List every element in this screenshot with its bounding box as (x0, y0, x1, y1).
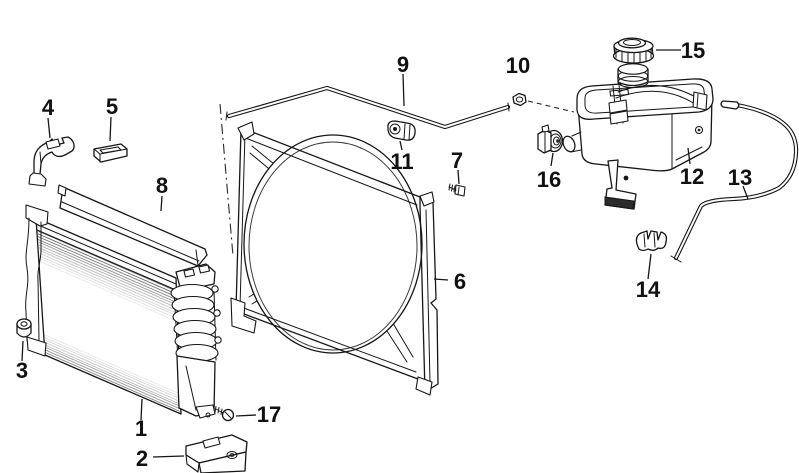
callout-7[interactable]: 7 (451, 148, 463, 185)
callout-4[interactable]: 4 (42, 95, 55, 139)
hose-clip-11 (387, 120, 416, 141)
callout-17[interactable]: 17 (235, 402, 281, 427)
callout-11[interactable]: 11 (390, 140, 414, 174)
callout-12-label[interactable]: 12 (680, 164, 704, 189)
callout-17-label[interactable]: 17 (257, 402, 281, 427)
tank-outlet-stub (562, 131, 582, 153)
callout-3-label[interactable]: 3 (16, 358, 28, 383)
hose-clip-14 (635, 230, 668, 252)
callout-6-label[interactable]: 6 (454, 269, 466, 294)
callout-7-label[interactable]: 7 (451, 148, 463, 173)
callout-3[interactable]: 3 (16, 340, 28, 383)
callout-13[interactable]: 13 (728, 165, 752, 200)
callout-5-label[interactable]: 5 (106, 94, 118, 119)
callout-9-label[interactable]: 9 (397, 52, 409, 77)
callout-15-label[interactable]: 15 (681, 38, 705, 63)
expansion-tank (562, 63, 714, 210)
callout-10[interactable]: 10 (506, 53, 530, 78)
tank-bracket (604, 159, 637, 210)
callout-1-label[interactable]: 1 (135, 416, 147, 441)
filler-neck (617, 63, 649, 88)
radiator-side-tank (170, 263, 222, 419)
callout-2-label[interactable]: 2 (136, 446, 148, 471)
callout-8-label[interactable]: 8 (156, 173, 168, 198)
callout-16-label[interactable]: 16 (537, 167, 561, 192)
callout-5[interactable]: 5 (106, 94, 118, 142)
radiator (25, 204, 222, 419)
coolant-hose (670, 100, 799, 263)
callout-14-label[interactable]: 14 (636, 277, 661, 302)
callout-14[interactable]: 14 (636, 253, 661, 302)
screw-17 (214, 406, 235, 422)
callout-9[interactable]: 9 (397, 52, 409, 107)
callout-6[interactable]: 6 (433, 269, 466, 294)
nut-10 (512, 92, 527, 107)
radiator-left-bracket (25, 204, 49, 357)
callout-16[interactable]: 16 (537, 152, 561, 192)
callout-4-label[interactable]: 4 (42, 95, 55, 120)
callout-15[interactable]: 15 (656, 38, 705, 63)
nut-alignment-dashes (527, 100, 575, 113)
radiator-fins-bottom (42, 333, 181, 412)
callout-13-label[interactable]: 13 (728, 165, 752, 190)
vent-hose (225, 85, 511, 130)
radiator-shield (57, 184, 208, 267)
rubber-grommet (16, 318, 32, 338)
retainer-5 (93, 143, 128, 163)
mounting-bracket-4 (28, 136, 75, 187)
tank-cap (612, 37, 655, 64)
callout-2[interactable]: 2 (136, 446, 185, 471)
radiator-fins-top (37, 230, 179, 323)
cap-knurling (615, 48, 652, 64)
fan-shroud (230, 121, 439, 396)
callout-11-label[interactable]: 11 (390, 149, 413, 174)
bottom-bracket (185, 434, 248, 473)
callout-10-label[interactable]: 10 (506, 53, 530, 78)
callout-8[interactable]: 8 (156, 173, 168, 212)
screw-7 (448, 183, 466, 197)
level-sensor (537, 124, 564, 154)
callout-1[interactable]: 1 (135, 398, 147, 441)
callout-12[interactable]: 12 (680, 147, 704, 189)
tank-strap (608, 84, 708, 125)
alignment-dashdot-line (219, 103, 234, 257)
